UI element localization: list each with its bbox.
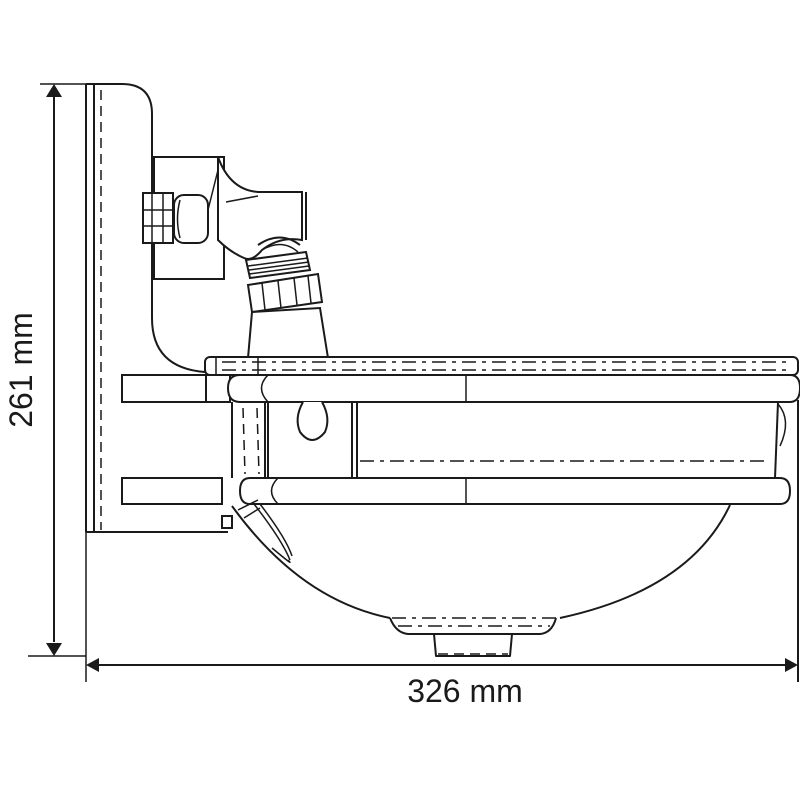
height-label: 261 mm (3, 312, 39, 428)
lower-arm (121, 477, 792, 505)
height-dimension: 261 mm (3, 83, 86, 657)
width-label: 326 mm (407, 673, 523, 709)
arrow-down-icon (46, 643, 62, 656)
arrow-left-icon (86, 658, 99, 672)
valve-assembly (142, 156, 330, 359)
upper-arm (121, 374, 800, 403)
arrow-right-icon (785, 658, 798, 672)
wall-bracket (85, 83, 233, 533)
bowl-rim (204, 356, 799, 376)
width-dimension: 326 mm (85, 400, 799, 709)
bowl-band (231, 401, 787, 479)
arrow-up-icon (46, 84, 62, 97)
bowl-basin (231, 499, 731, 657)
threaded-coupling (244, 250, 324, 314)
